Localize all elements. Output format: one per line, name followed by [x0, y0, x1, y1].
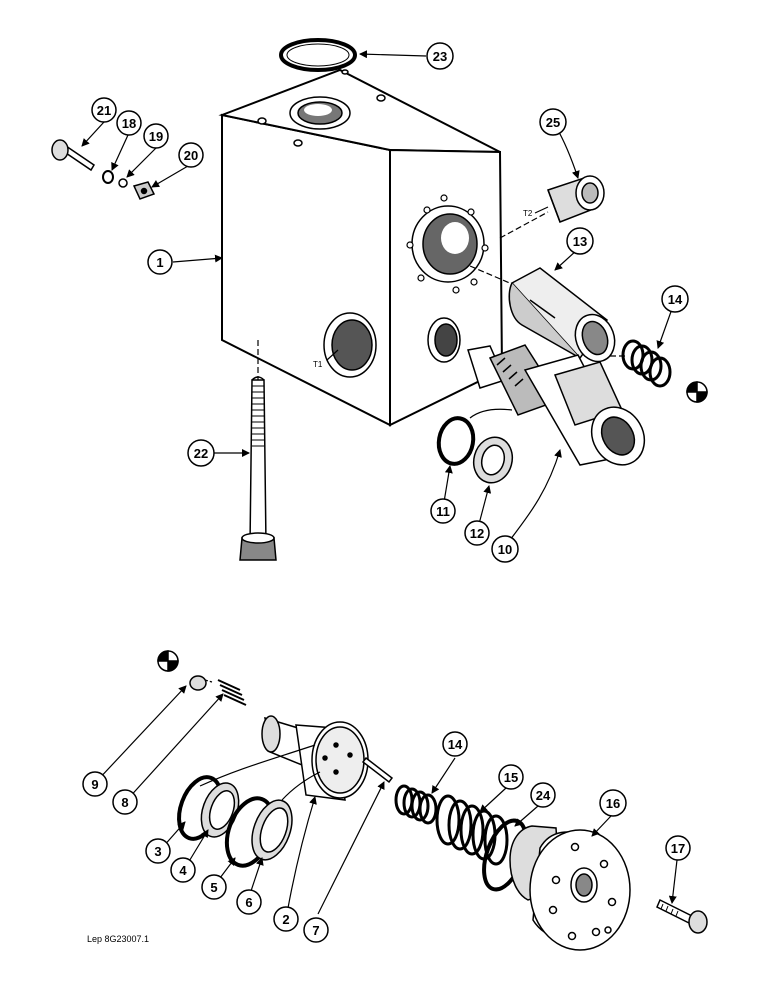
spring-8	[217, 679, 247, 706]
callout-2: 2	[273, 906, 299, 932]
callout-8-label: 8	[121, 795, 128, 810]
port-label-t2: T2	[523, 209, 533, 218]
callout-25: 25	[539, 108, 567, 136]
callout-11: 11	[430, 498, 456, 524]
callout-25-label: 25	[546, 115, 560, 130]
callout-14-top: 14	[661, 285, 689, 313]
callout-10: 10	[491, 535, 519, 563]
callout-24-label: 24	[536, 788, 551, 803]
screw-17	[656, 898, 708, 934]
screw-21	[51, 139, 96, 172]
callout-14-bottom: 14	[442, 731, 468, 757]
ball-symbol-top	[686, 381, 708, 403]
o-ring-11	[436, 416, 476, 466]
backup-ring-6	[251, 799, 293, 861]
callout-21-label: 21	[97, 103, 111, 118]
callout-9: 9	[82, 771, 108, 797]
ball-19	[118, 178, 128, 188]
callout-24: 24	[530, 782, 556, 808]
callout-1-label: 1	[156, 255, 163, 270]
relief-valve-10	[467, 344, 646, 466]
callout-20: 20	[178, 142, 204, 168]
callout-3-label: 3	[154, 844, 161, 859]
drawing-reference: Lep 8G23007.1	[87, 934, 149, 944]
callout-8: 8	[112, 789, 138, 815]
callout-6-label: 6	[245, 895, 252, 910]
callout-18: 18	[116, 110, 142, 136]
callout-23-label: 23	[433, 49, 447, 64]
callout-7-label: 7	[312, 923, 319, 938]
callout-15-label: 15	[504, 770, 518, 785]
callout-14-top-label: 14	[668, 292, 683, 307]
block-top-features	[257, 69, 386, 147]
callout-15: 15	[498, 764, 524, 790]
callout-20-label: 20	[184, 148, 198, 163]
callout-22: 22	[187, 439, 215, 467]
plug-25	[547, 175, 605, 223]
port-label-t1: T1	[313, 360, 323, 369]
o-ring-23	[279, 38, 357, 72]
callout-6: 6	[236, 889, 262, 915]
callout-14-bottom-label: 14	[448, 737, 463, 752]
callout-12-label: 12	[470, 526, 484, 541]
callout-12: 12	[464, 520, 490, 546]
spring-14-top	[621, 339, 672, 388]
callout-9-label: 9	[91, 777, 98, 792]
sleeve-13	[508, 267, 616, 363]
block-bolt-holes	[406, 194, 489, 294]
pin-7	[361, 756, 394, 784]
callout-7: 7	[303, 917, 329, 943]
piston-2	[261, 715, 369, 801]
callout-16-label: 16	[606, 796, 620, 811]
callout-11-label: 11	[436, 504, 450, 519]
bolt-22	[239, 376, 277, 561]
ball-symbol-bottom	[157, 650, 179, 672]
callout-19-label: 19	[149, 129, 163, 144]
callout-5: 5	[201, 874, 227, 900]
callout-23: 23	[426, 42, 454, 70]
callout-16: 16	[599, 789, 627, 817]
spring-14-bottom	[394, 784, 438, 825]
callout-13-label: 13	[573, 234, 587, 249]
washer-18	[102, 170, 114, 184]
callout-3: 3	[145, 838, 171, 864]
callout-13: 13	[566, 227, 594, 255]
callout-4: 4	[170, 857, 196, 883]
block-front-ports	[323, 205, 485, 378]
nut-20	[132, 181, 156, 200]
callout-1: 1	[147, 249, 173, 275]
callout-18-label: 18	[122, 116, 136, 131]
callout-4-label: 4	[179, 863, 187, 878]
backup-ring-12	[472, 436, 514, 484]
callout-10-label: 10	[498, 542, 512, 557]
callout-21: 21	[91, 97, 117, 123]
callout-22-label: 22	[194, 446, 208, 461]
callouts: 23 21 18 19 20 25 1 13 14 22 11 12 10 14…	[82, 42, 691, 943]
callout-5-label: 5	[210, 880, 217, 895]
callout-19: 19	[143, 123, 169, 149]
callout-17-label: 17	[671, 841, 685, 856]
ball-9	[189, 675, 207, 691]
end-cap-16	[509, 825, 631, 951]
callout-2-label: 2	[282, 912, 289, 927]
callout-17: 17	[665, 835, 691, 861]
